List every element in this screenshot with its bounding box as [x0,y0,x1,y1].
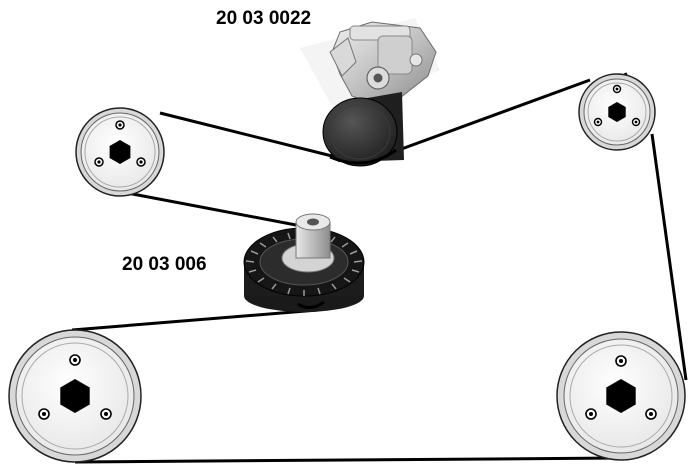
belt-segment [71,308,319,332]
hex-hub-icon [606,379,636,413]
belt-tensioner-icon [300,18,440,167]
belt-segment [395,78,591,153]
belt-segment [650,133,688,381]
pulley-bottom-left [8,329,142,463]
belt-segment [121,190,297,227]
pulley-bottom-right [556,331,686,461]
idler-pulley-icon [243,213,365,312]
hex-hub-icon [109,140,131,164]
idler-part-number-label: 20 03 006 [122,254,207,275]
drive-belt [71,72,688,464]
hex-hub-icon [608,102,626,122]
belt-segment [159,111,337,159]
belt-segment [74,456,621,464]
hex-hub-icon [60,379,90,413]
pulley-top-right [578,73,656,151]
pulley-top-left [75,107,165,197]
tensioner-part-number-label: 20 03 0022 [216,8,312,29]
